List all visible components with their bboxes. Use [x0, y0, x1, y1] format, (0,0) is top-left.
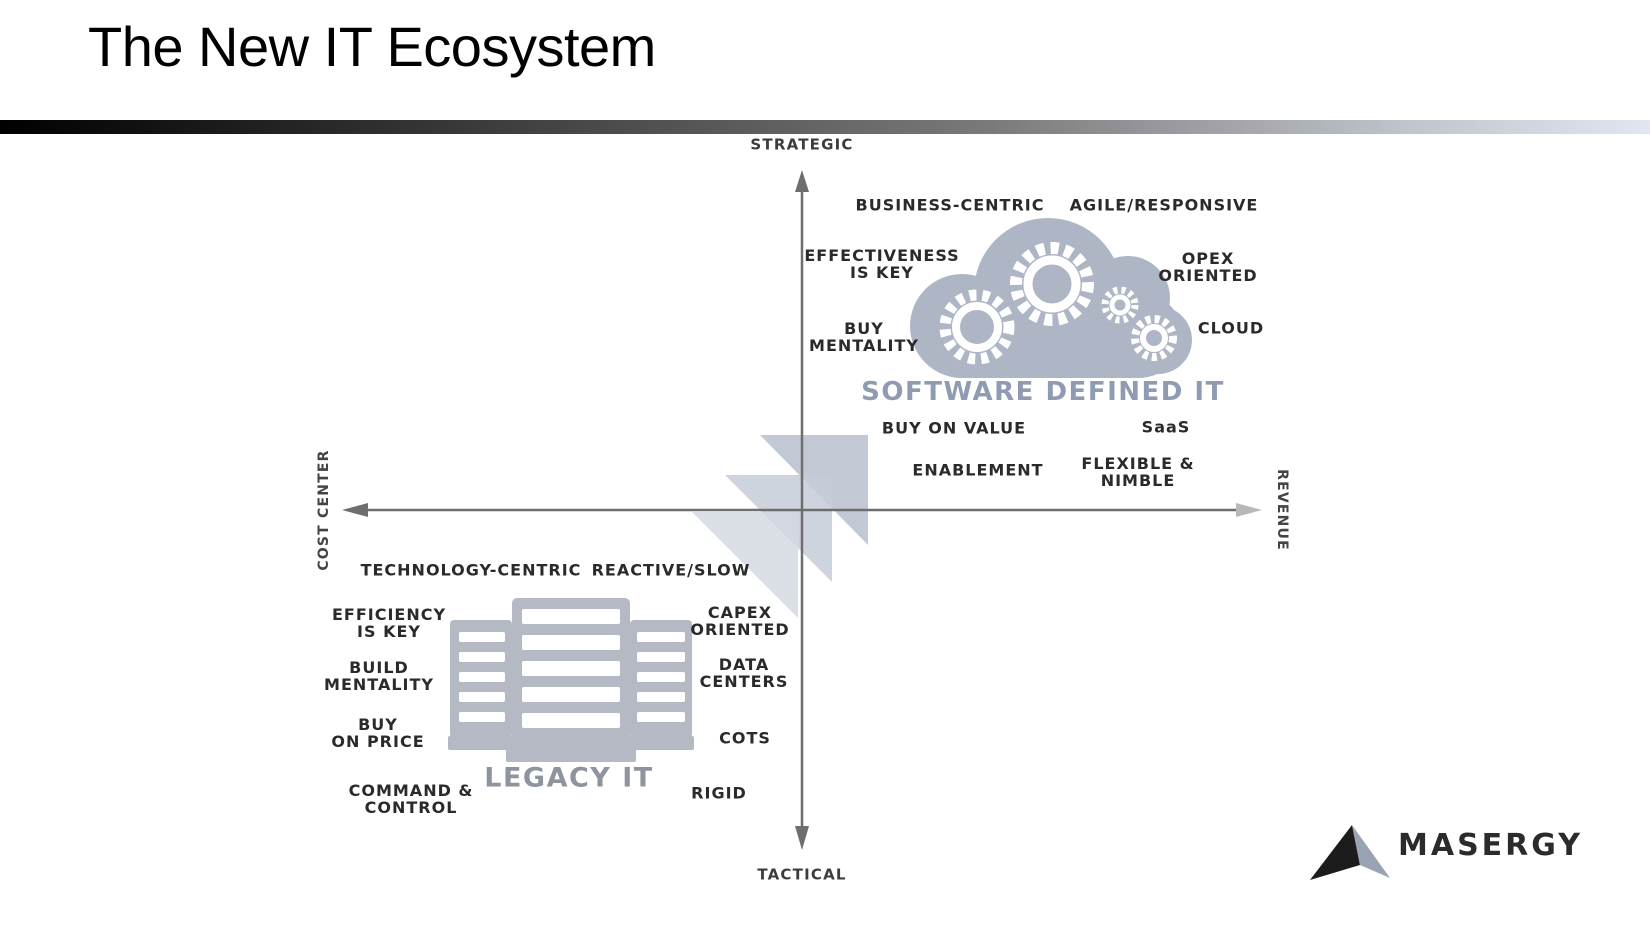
title-underline-bar — [0, 120, 1650, 134]
gear-icon-small — [1101, 286, 1139, 324]
sdi-attribute: CLOUD — [1197, 318, 1265, 338]
legacy-attribute: REACTIVE/SLOW — [591, 560, 751, 580]
server-rack-icon — [448, 598, 694, 762]
axis-arrow-left — [342, 503, 368, 517]
legacy-it-label: LEGACY IT — [484, 762, 654, 794]
axis-label-strategic: STRATEGIC — [750, 135, 854, 154]
axis-arrow-down — [795, 826, 809, 850]
legacy-attribute: TECHNOLOGY-CENTRIC — [360, 560, 582, 580]
gear-icon-left — [939, 289, 1015, 365]
legacy-attribute: RIGID — [691, 783, 747, 803]
gear-icon-right — [1131, 315, 1177, 361]
sdi-attribute: ENABLEMENT — [912, 460, 1044, 480]
sdi-attribute: SaaS — [1141, 417, 1191, 437]
axis-label-tactical: TACTICAL — [757, 865, 847, 884]
software-defined-it-label: SOFTWARE DEFINED IT — [861, 377, 1225, 407]
cloud-icon — [910, 218, 1192, 378]
transition-triangle-small — [692, 512, 798, 618]
axis-label-cost-center: COST CENTER — [316, 449, 332, 571]
gear-icon-large — [1010, 242, 1094, 326]
sdi-attribute: BUSINESS-CENTRIC — [855, 195, 1045, 215]
sdi-attribute: AGILE/RESPONSIVE — [1069, 195, 1259, 215]
slide-title: The New IT Ecosystem — [88, 15, 656, 78]
legacy-attribute: COTS — [719, 728, 771, 748]
sdi-attribute: BUY ON VALUE — [881, 418, 1027, 438]
horizontal-axis — [342, 503, 1262, 517]
masergy-logo-text: MASERGY — [1398, 828, 1583, 863]
axis-label-revenue: REVENUE — [1274, 469, 1290, 551]
masergy-logo-mark — [1310, 825, 1390, 880]
legacy-attribute: COMMAND &CONTROL — [348, 781, 474, 817]
sdi-attribute: FLEXIBLE &NIMBLE — [1081, 454, 1195, 490]
axis-arrow-up — [795, 170, 809, 192]
axis-arrow-right — [1236, 503, 1262, 517]
